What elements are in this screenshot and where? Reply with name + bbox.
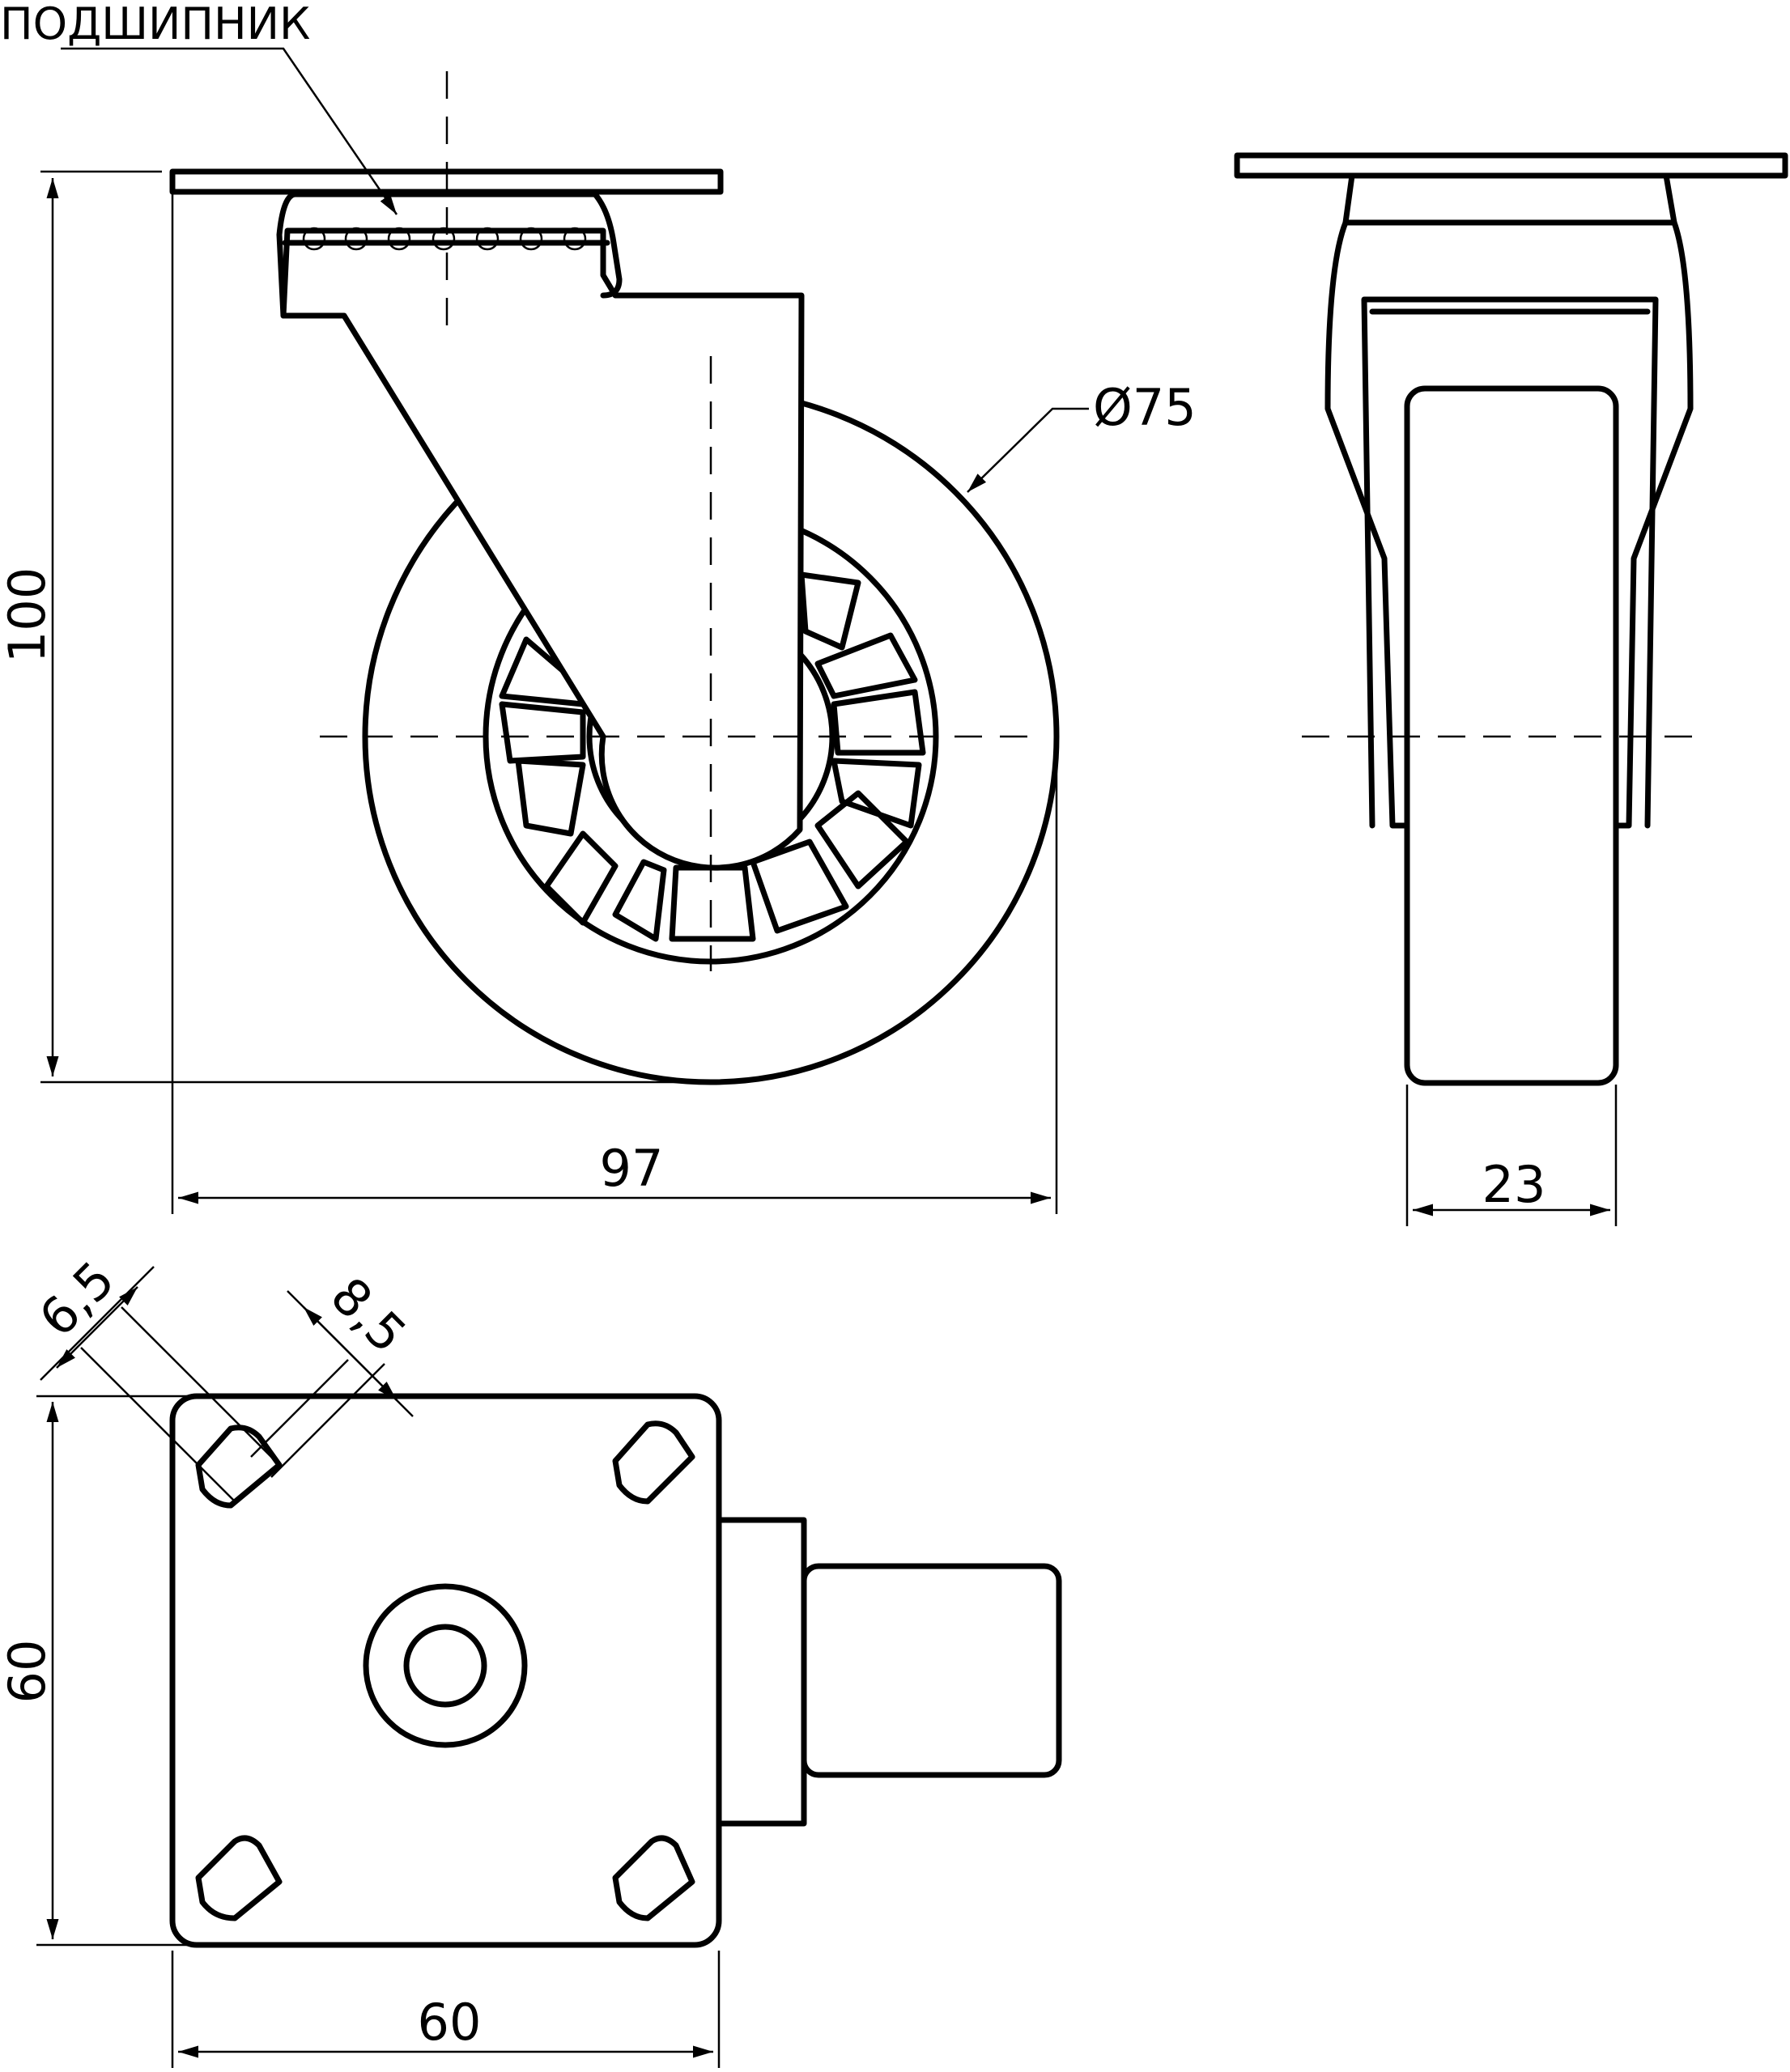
- bearing-label: ПОДШИПНИК: [0, 0, 310, 49]
- height-label: 100: [0, 567, 57, 663]
- top-plate-front: [1234, 152, 1788, 179]
- plate-height-label: 60: [0, 1640, 57, 1704]
- swivel-hole: [403, 1624, 487, 1708]
- plate-width-label: 60: [418, 1993, 482, 2052]
- width-label: 23: [1482, 1155, 1546, 1214]
- fork-top-stub: [716, 1517, 807, 1827]
- diameter-label: Ø75: [1093, 378, 1197, 437]
- bearing-balls: [302, 227, 587, 251]
- swivel-dome: [276, 191, 623, 319]
- fork-outer-front: [1324, 219, 1694, 829]
- top-view: [169, 1393, 1062, 1948]
- mounting-plate: [169, 1393, 722, 1948]
- bearing-leader: [61, 47, 398, 215]
- length-label: 97: [600, 1139, 664, 1198]
- front-dimensions: 23: [1405, 1085, 1618, 1226]
- side-dimensions: 100 97 ПОДШИПНИК Ø75: [0, 0, 1197, 1214]
- hole-offset-a-dimension: [56, 1286, 138, 1369]
- hole-offset-b-label: 8,5: [320, 1266, 418, 1364]
- fork: [280, 227, 805, 871]
- hole-offset-a-label: 6,5: [28, 1250, 125, 1348]
- hole-offset-b-dimension: [303, 1306, 398, 1401]
- swivel-boss: [363, 1583, 528, 1748]
- swivel-dome-front: [1342, 172, 1677, 226]
- wheel-top: [801, 1563, 1062, 1778]
- side-view: [169, 71, 1060, 1085]
- front-view: [1234, 152, 1788, 1086]
- fork-inner-front: [1361, 296, 1659, 829]
- mounting-holes: [195, 1420, 695, 1921]
- diameter-leader: [967, 407, 1089, 493]
